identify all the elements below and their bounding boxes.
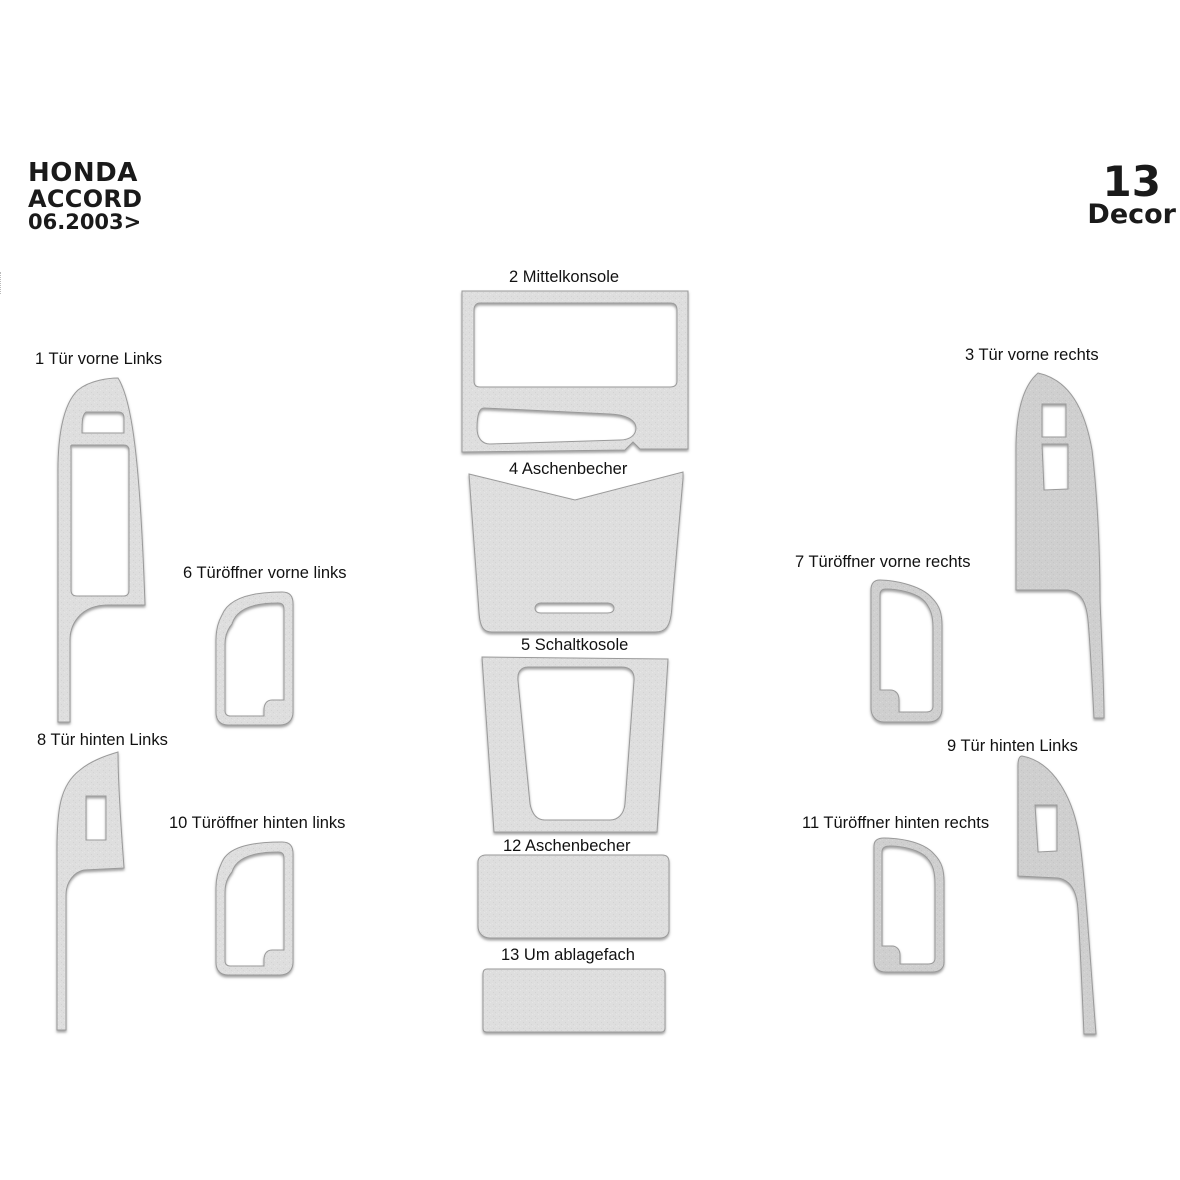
part-1-door-front-left bbox=[57, 377, 146, 723]
vehicle-brand: HONDA bbox=[28, 158, 138, 188]
part-9-door-rear-right bbox=[1017, 755, 1097, 1035]
vehicle-date: 06.2003> bbox=[28, 210, 142, 234]
label-part-1: 1 Tür vorne Links bbox=[35, 350, 163, 368]
edge-crop-mark bbox=[0, 272, 6, 294]
label-part-6: 6 Türöffner vorne links bbox=[183, 564, 347, 582]
part-8-door-rear-left bbox=[56, 751, 125, 1031]
label-part-9: 9 Tür hinten Links bbox=[947, 737, 1078, 755]
piece-unit: Decor bbox=[1087, 198, 1176, 230]
label-part-5: 5 Schaltkosole bbox=[521, 636, 629, 654]
vehicle-title-block: HONDA ACCORD 06.2003> bbox=[28, 160, 142, 233]
part-7-handle-front-right bbox=[870, 579, 943, 723]
vehicle-model: ACCORD bbox=[28, 185, 143, 213]
part-12-ashtray-lid bbox=[477, 854, 670, 939]
label-part-7: 7 Türöffner vorne rechts bbox=[795, 553, 971, 571]
part-3-door-front-right bbox=[1015, 372, 1105, 719]
label-part-3: 3 Tür vorne rechts bbox=[965, 346, 1099, 364]
label-part-12: 12 Aschenbecher bbox=[503, 837, 631, 855]
part-6-handle-front-left bbox=[215, 591, 294, 726]
part-2-center-console bbox=[461, 290, 689, 453]
label-part-13: 13 Um ablagefach bbox=[501, 946, 635, 964]
piece-count-block: 13 Decor bbox=[1087, 157, 1176, 230]
part-5-shift-console bbox=[481, 656, 669, 833]
label-part-11: 11 Türöffner hinten rechts bbox=[802, 814, 990, 832]
label-part-4: 4 Aschenbecher bbox=[509, 460, 628, 478]
part-11-handle-rear-right bbox=[873, 837, 945, 973]
part-13-storage-compartment bbox=[482, 968, 666, 1033]
label-part-10: 10 Türöffner hinten links bbox=[169, 814, 346, 832]
piece-count: 13 bbox=[1102, 157, 1161, 206]
part-4-ashtray bbox=[468, 471, 684, 633]
label-part-8: 8 Tür hinten Links bbox=[37, 731, 168, 749]
label-part-2: 2 Mittelkonsole bbox=[509, 268, 620, 286]
part-10-handle-rear-left bbox=[215, 841, 294, 976]
